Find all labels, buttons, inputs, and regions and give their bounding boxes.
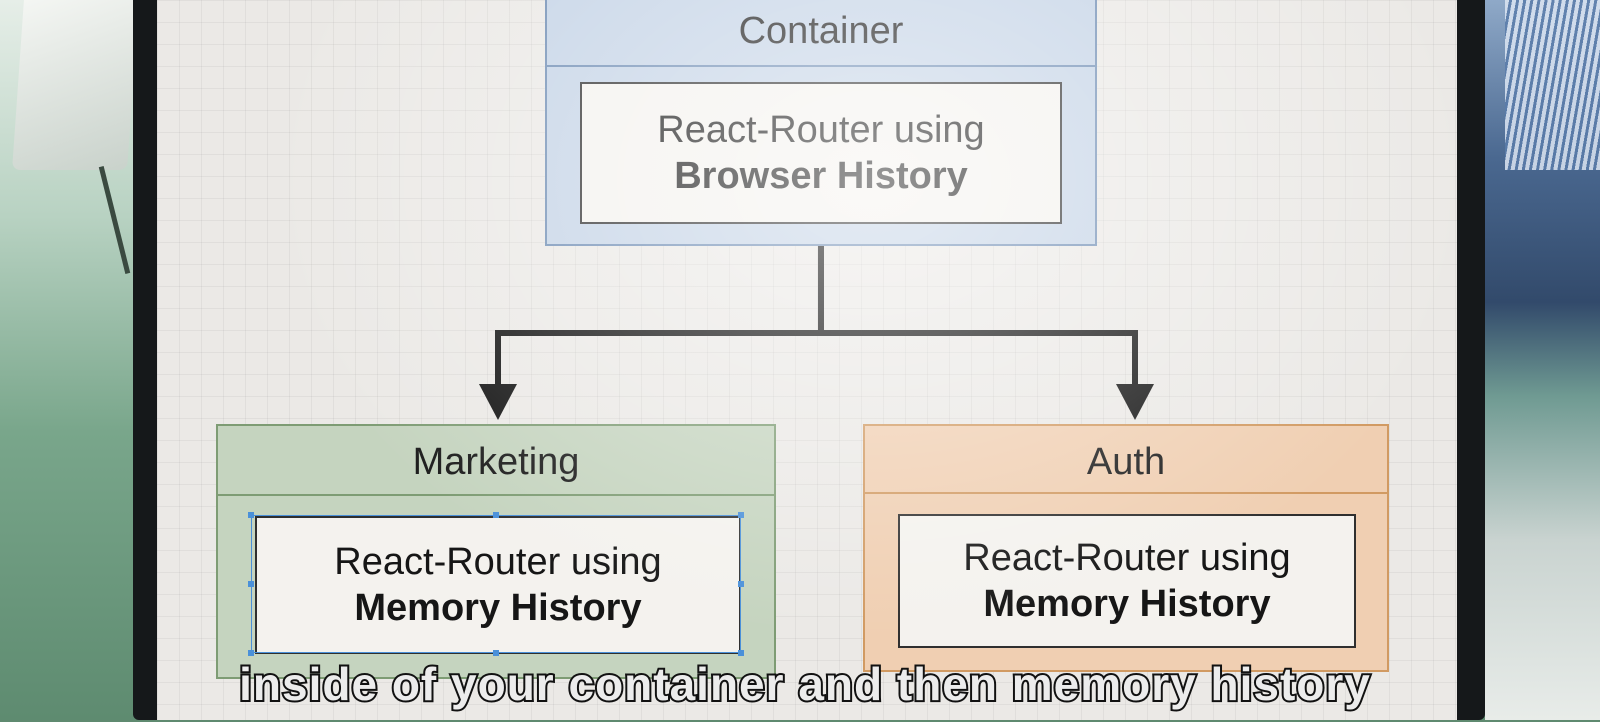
auth-node[interactable]: Auth React-Router using Memory History — [863, 424, 1389, 672]
background-window-stripes — [1505, 0, 1600, 170]
marketing-title: Marketing — [218, 426, 774, 496]
selection-handle[interactable] — [738, 512, 744, 518]
container-node[interactable]: Container React-Router using Browser His… — [545, 0, 1097, 246]
auth-router-line2: Memory History — [983, 583, 1271, 625]
container-title: Container — [547, 0, 1095, 67]
container-router-box[interactable]: React-Router using Browser History — [580, 82, 1062, 224]
auth-router-box[interactable]: React-Router using Memory History — [898, 514, 1356, 648]
arrowhead-marketing — [479, 384, 517, 420]
subtitle-svg: inside of your container and then memory… — [237, 656, 1372, 712]
subtitle-text: inside of your container and then memory… — [239, 658, 1371, 710]
container-router-line1: React-Router using — [657, 109, 985, 151]
selection-outline — [248, 512, 744, 656]
selection-handle[interactable] — [738, 581, 744, 587]
arrowhead-auth — [1116, 384, 1154, 420]
selection-handle[interactable] — [248, 512, 254, 518]
selection-handle[interactable] — [493, 512, 499, 518]
auth-title: Auth — [865, 426, 1387, 494]
monitor-screen: Container React-Router using Browser His… — [157, 0, 1457, 720]
background-device — [12, 0, 139, 170]
selection-handle[interactable] — [248, 581, 254, 587]
auth-router-line1: React-Router using — [963, 537, 1291, 579]
container-router-line2: Browser History — [674, 155, 968, 197]
subtitle-bar: inside of your container and then memory… — [0, 652, 1600, 722]
